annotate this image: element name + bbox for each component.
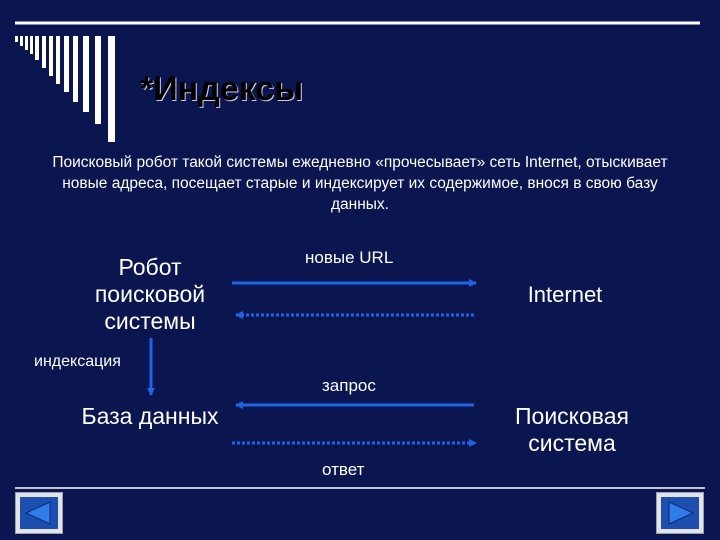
intro-text: Поисковый робот такой системы ежедневно … — [52, 154, 668, 213]
prev-slide-button[interactable] — [15, 492, 63, 534]
new-urls-label: новые URL — [305, 248, 394, 267]
next-slide-button[interactable] — [656, 492, 704, 534]
answer-label: ответ — [322, 460, 365, 479]
database-node: База данных — [81, 403, 219, 429]
indexing-label: индексация — [34, 353, 121, 370]
slide-title: *Индексы — [140, 70, 304, 108]
triangle-right-icon — [661, 497, 699, 529]
query-label: запрос — [322, 376, 376, 395]
corner-bars — [15, 36, 115, 142]
robot-node: Робот поисковой системы — [94, 254, 206, 334]
triangle-left-icon — [20, 497, 58, 529]
search-system-node: Поисковая система — [515, 403, 629, 456]
internet-node: Internet — [527, 282, 603, 307]
